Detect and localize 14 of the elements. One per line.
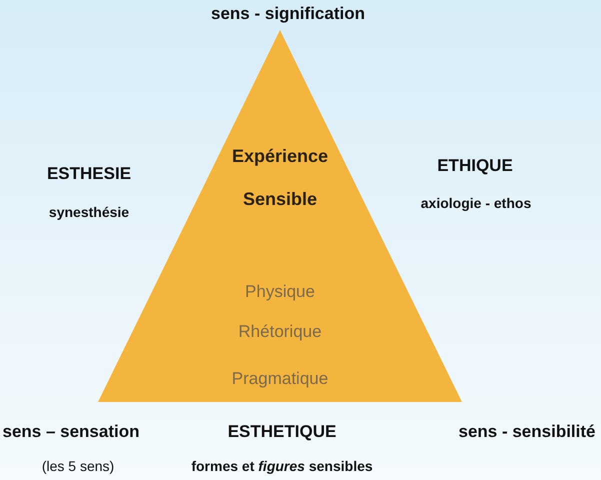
triangle-item: Physique (244, 282, 316, 302)
top-label: sens - signification (211, 4, 365, 24)
base-subtitle: formes et figures sensibles (191, 458, 373, 474)
triangle-item: Pragmatique (230, 369, 330, 389)
triangle-title: Expérience Sensible (230, 145, 330, 211)
corner-label: sens – sensation (2, 422, 140, 442)
corner-note: (les 5 sens) (42, 458, 114, 474)
side-title: ETHIQUE (437, 156, 513, 176)
triangle-item: Rhétorique (237, 322, 323, 342)
side-title: ESTHESIE (46, 164, 132, 184)
base-title: ESTHETIQUE (228, 422, 336, 442)
side-subtitle: synesthésie (48, 204, 130, 220)
side-subtitle: axiologie - ethos (420, 195, 532, 211)
corner-label: sens - sensibilité (458, 422, 596, 442)
